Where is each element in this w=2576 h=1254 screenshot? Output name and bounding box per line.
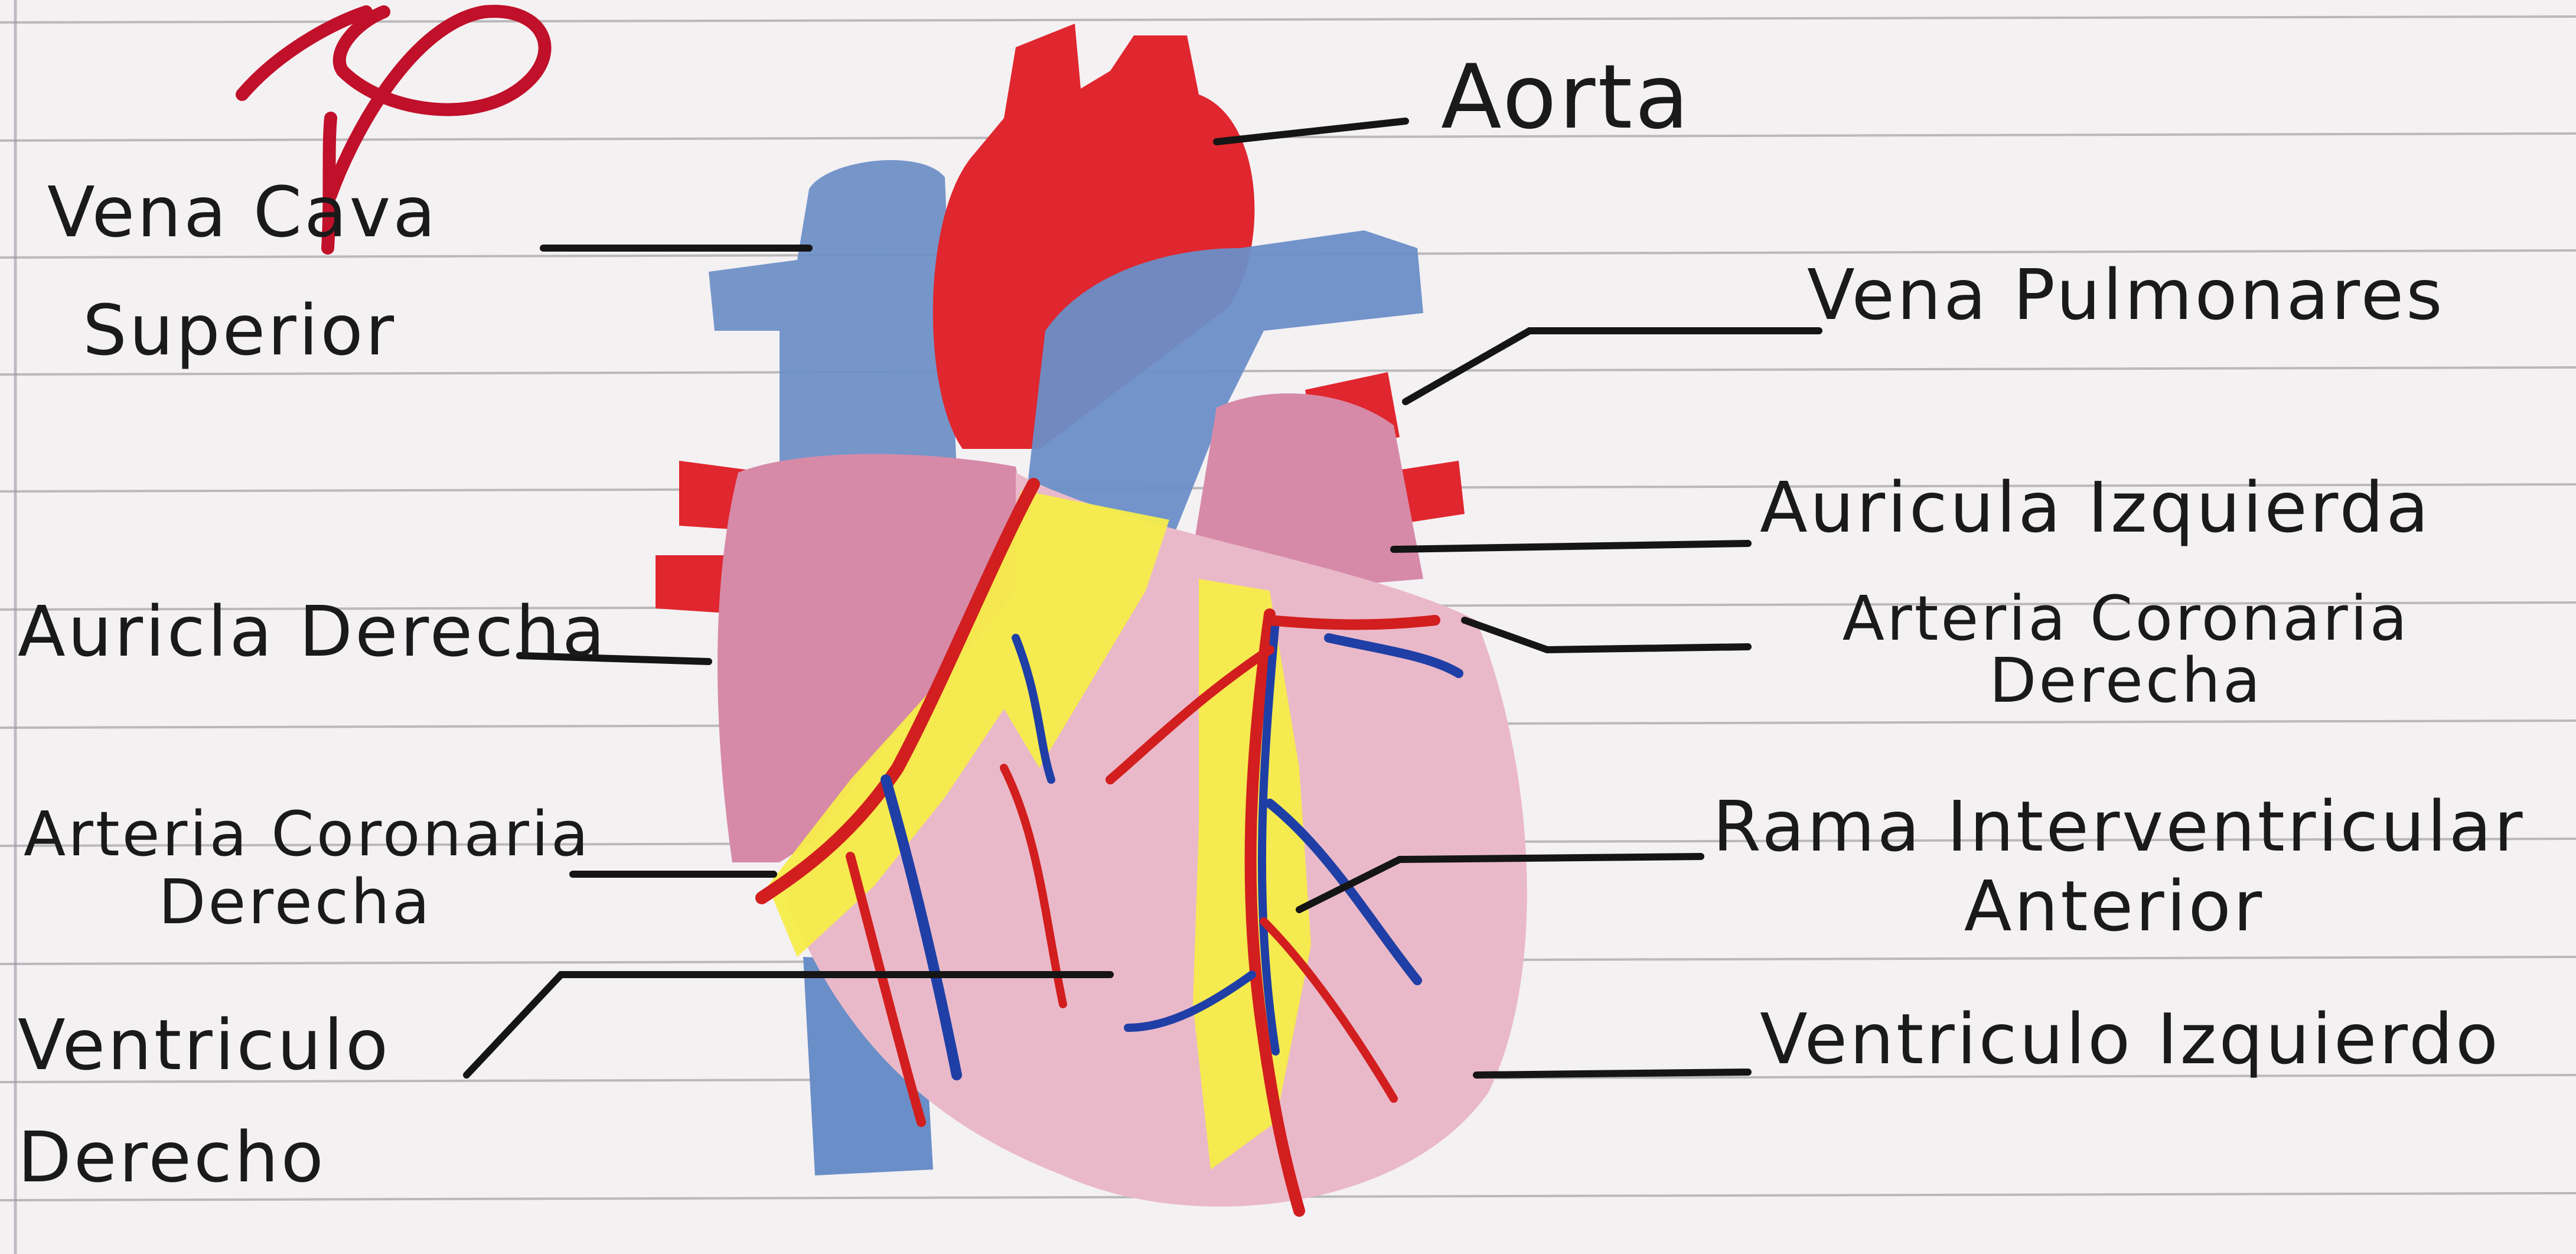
label-vena-cava-line2: Superior bbox=[83, 295, 396, 365]
label-ventriculo-derecho-line1: Ventriculo bbox=[18, 1010, 390, 1080]
label-ventriculo-derecho-line2: Derecho bbox=[18, 1122, 326, 1192]
leader-auricula-izquierda bbox=[1394, 543, 1748, 549]
label-auricula-izquierda: Auricula Izquierda bbox=[1760, 473, 2431, 542]
label-vena-cava-line1: Vena Cava bbox=[47, 177, 438, 247]
leader-arteria-coronaria-upper bbox=[1465, 620, 1748, 650]
leader-vena-pulmonares bbox=[1406, 331, 1819, 402]
label-ventriculo-izquierdo: Ventriculo Izquierdo bbox=[1760, 1004, 2500, 1074]
label-vena-pulmonares: Vena Pulmonares bbox=[1807, 260, 2445, 330]
label-arteria-coronaria-upper-line1: Arteria Coronaria bbox=[1766, 588, 2486, 649]
label-aorta: Aorta bbox=[1441, 53, 1691, 142]
heart-drawing bbox=[656, 24, 1527, 1211]
superior-vena-cava bbox=[709, 160, 957, 484]
label-arteria-coronaria-lower-line1: Arteria Coronaria bbox=[24, 803, 591, 865]
label-arteria-coronaria-upper-line2: Derecha bbox=[1766, 650, 2486, 711]
label-rama-interventricular-line2: Anterior bbox=[1713, 871, 2516, 941]
leader-ventriculo-izquierdo bbox=[1476, 1072, 1748, 1075]
leader-aorta bbox=[1217, 121, 1406, 142]
label-arteria-coronaria-lower-line2: Derecha bbox=[24, 871, 567, 933]
label-rama-interventricular-line1: Rama Interventricular bbox=[1713, 792, 2525, 861]
label-auricula-derecha: Auricla Derecha bbox=[18, 597, 607, 666]
